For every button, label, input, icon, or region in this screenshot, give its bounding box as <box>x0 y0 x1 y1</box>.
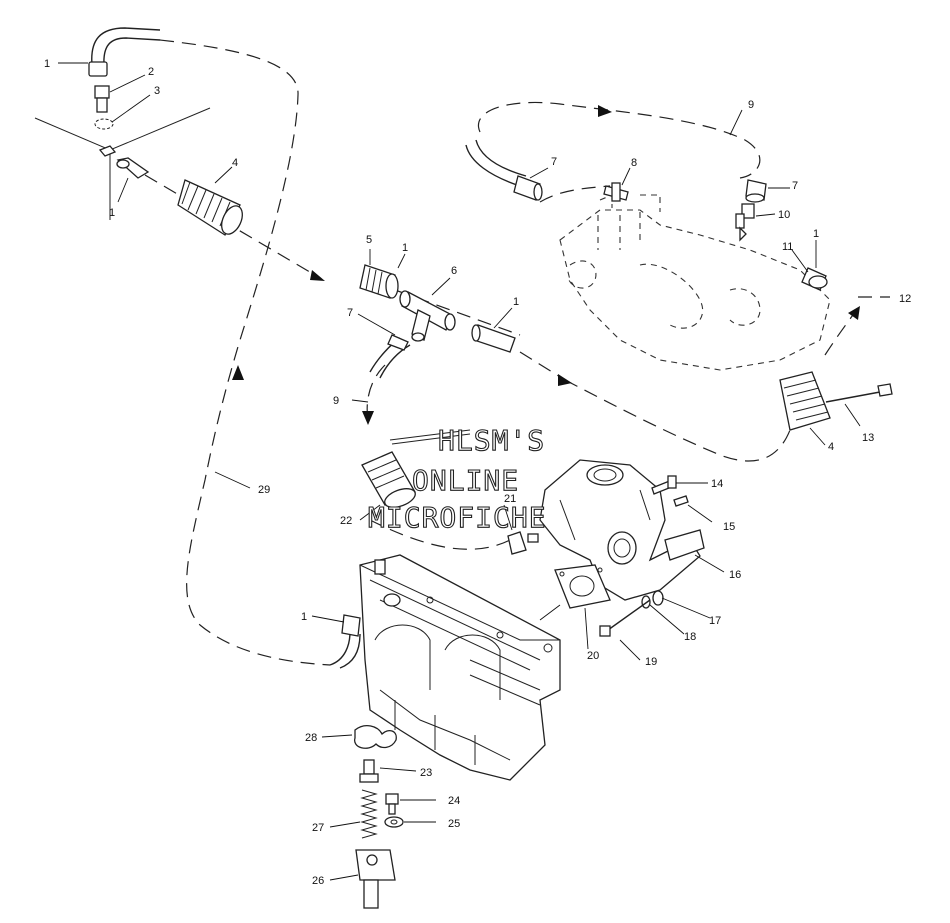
callout-11: 11 <box>782 241 793 253</box>
watermark-line-3: MICROFICHE <box>368 501 547 534</box>
callout-9: 9 <box>333 395 339 407</box>
cable-tie <box>389 429 471 445</box>
cylinder-block <box>359 554 561 781</box>
gasket-part-20 <box>554 564 611 609</box>
bellows-part-4 <box>177 179 243 236</box>
hose-part-22 <box>361 451 416 508</box>
fitting-part-10 <box>735 203 755 242</box>
clamp-part-1-right <box>471 324 516 353</box>
callout-4: 4 <box>828 441 834 453</box>
callout-27: 27 <box>312 822 324 834</box>
callout-2: 2 <box>148 66 154 78</box>
callout-25: 25 <box>448 818 460 830</box>
fitting-part-2 <box>94 85 110 113</box>
callout-labels: 1 2 3 4 1 5 1 6 7 1 9 9 7 8 7 10 1 11 12… <box>44 58 911 887</box>
callout-22: 22 <box>340 515 352 527</box>
flow-arrows <box>232 105 860 425</box>
callout-5: 5 <box>366 234 372 246</box>
callout-18: 18 <box>684 631 696 643</box>
callout-13: 13 <box>862 432 874 444</box>
callout-12: 12 <box>899 293 911 305</box>
clamp-part-5 <box>359 264 399 299</box>
callout-1: 1 <box>513 296 519 308</box>
bolt-part-24 <box>385 793 399 815</box>
fitting-part-21 <box>507 531 539 555</box>
housing-part-26 <box>355 849 396 909</box>
sensor-part-23 <box>359 759 379 783</box>
callout-20: 20 <box>587 650 599 662</box>
exhaust-manifold <box>539 459 705 601</box>
screw-part-15 <box>673 495 689 507</box>
callout-1: 1 <box>402 242 408 254</box>
callout-14: 14 <box>711 478 723 490</box>
callout-19: 19 <box>645 656 657 668</box>
hose-part-7-upper <box>465 139 543 201</box>
callout-23: 23 <box>420 767 432 779</box>
callout-1: 1 <box>44 58 50 70</box>
callout-6: 6 <box>451 265 457 277</box>
callout-8: 8 <box>631 157 637 169</box>
callout-1: 1 <box>109 207 115 219</box>
callout-28: 28 <box>305 732 317 744</box>
callout-15: 15 <box>723 521 735 533</box>
callout-4: 4 <box>232 157 238 169</box>
clamp-part-11 <box>801 267 828 291</box>
hose-part-7-lower <box>369 334 411 379</box>
spring-part-27 <box>360 789 378 839</box>
callout-17: 17 <box>709 615 721 627</box>
callout-7: 7 <box>551 156 557 168</box>
callout-7: 7 <box>347 307 353 319</box>
callout-9: 9 <box>748 99 754 111</box>
clamp-part-1-block <box>329 614 361 669</box>
watermark: HLSM'S ONLINE MICROFICHE <box>367 423 547 534</box>
clamp-part-7-right <box>745 179 767 203</box>
fitting-part-8 <box>603 182 629 202</box>
bellows-part-4-right <box>779 371 831 431</box>
callout-16: 16 <box>729 569 741 581</box>
callout-1: 1 <box>301 611 307 623</box>
tee-fitting-part-6 <box>399 290 456 342</box>
screw-part-14 <box>651 475 677 495</box>
callout-26: 26 <box>312 875 324 887</box>
callout-21: 21 <box>504 493 516 505</box>
routing-dashed-lines <box>144 39 890 666</box>
gasket-part-28 <box>354 724 397 749</box>
hose-elbow-part-1 <box>88 27 161 77</box>
watermark-line-1: HLSM'S <box>438 424 545 457</box>
callout-7: 7 <box>792 180 798 192</box>
bolt-part-13 <box>825 383 893 403</box>
washer-part-17 <box>652 590 664 606</box>
washer-part-25 <box>384 816 404 828</box>
callout-29: 29 <box>258 484 270 496</box>
callout-1: 1 <box>813 228 819 240</box>
leader-lines <box>58 62 861 881</box>
nipple-part-1 <box>116 157 150 179</box>
callout-3: 3 <box>154 85 160 97</box>
watermark-line-2: ONLINE <box>412 464 519 497</box>
callout-24: 24 <box>448 795 460 807</box>
mounting-block-outline <box>34 107 211 220</box>
callout-10: 10 <box>778 209 790 221</box>
bolt-part-19 <box>599 599 651 637</box>
washer-part-3 <box>94 118 114 130</box>
exhaust-manifold-ghost <box>559 194 831 371</box>
